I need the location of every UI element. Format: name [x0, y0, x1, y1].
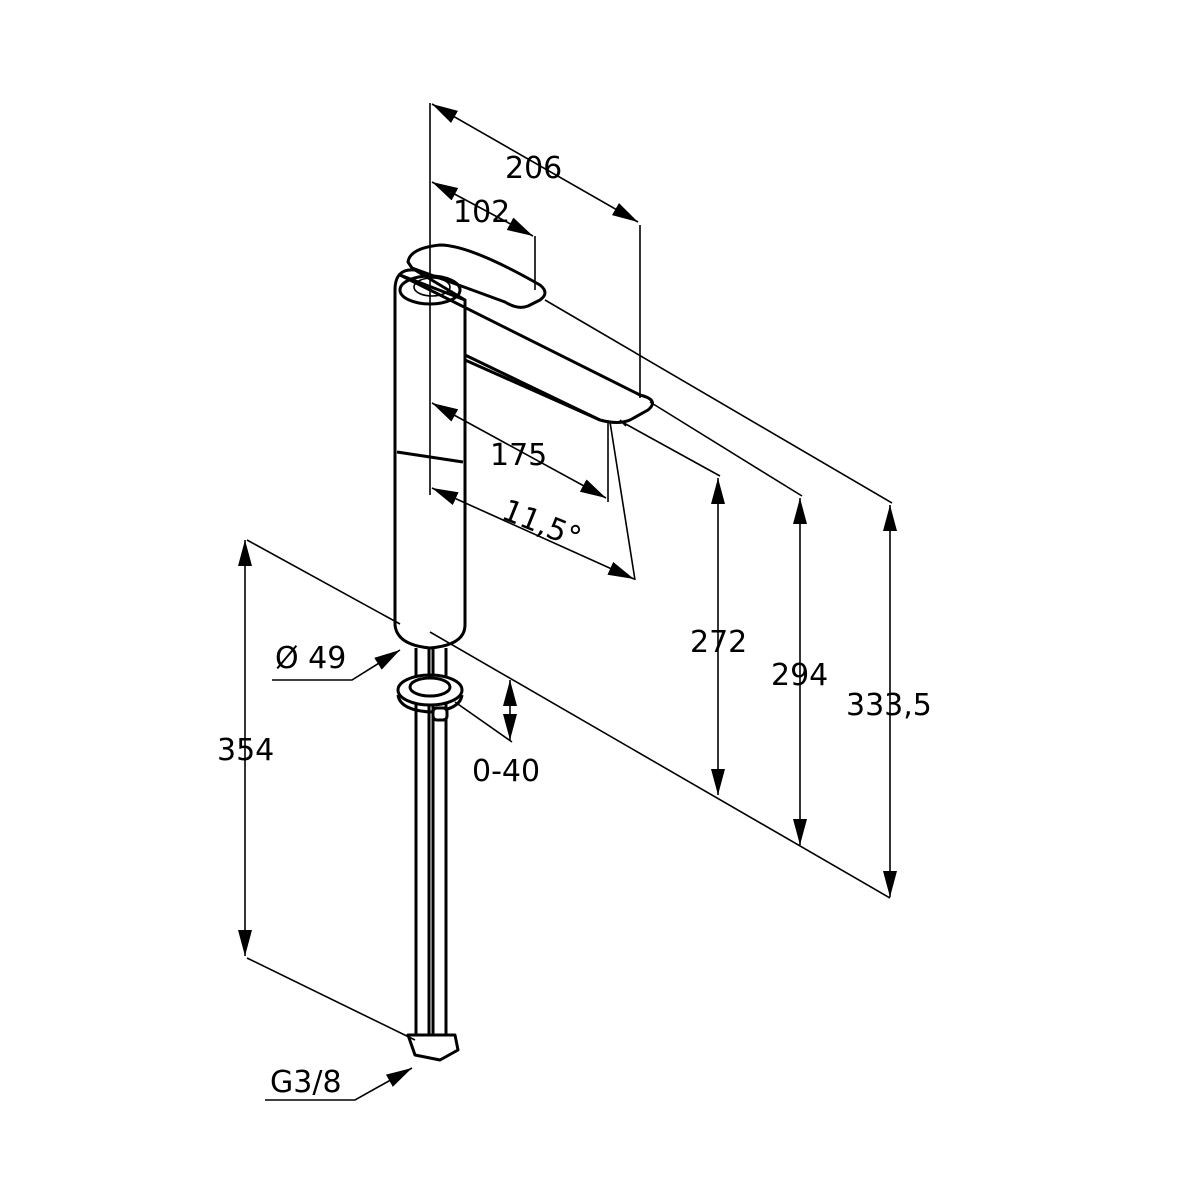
dim-206-label: 206 — [505, 151, 562, 186]
dimension-lines — [238, 103, 897, 1101]
mounting-ring — [396, 673, 464, 722]
diameter-label: Ø 49 — [275, 641, 346, 676]
dim-272-label: 272 — [690, 625, 747, 660]
dim-294-label: 294 — [771, 658, 828, 693]
dim-102-label: 102 — [453, 195, 510, 230]
angle-label: 11,5° — [497, 493, 586, 556]
dim-333-label: 333,5 — [846, 688, 932, 723]
extension-lines — [246, 103, 893, 1041]
dim-354-label: 354 — [217, 733, 274, 768]
dim-175-label: 175 — [490, 438, 547, 473]
connection-label: G3/8 — [270, 1065, 342, 1100]
deck-thickness-label: 0-40 — [472, 754, 540, 789]
